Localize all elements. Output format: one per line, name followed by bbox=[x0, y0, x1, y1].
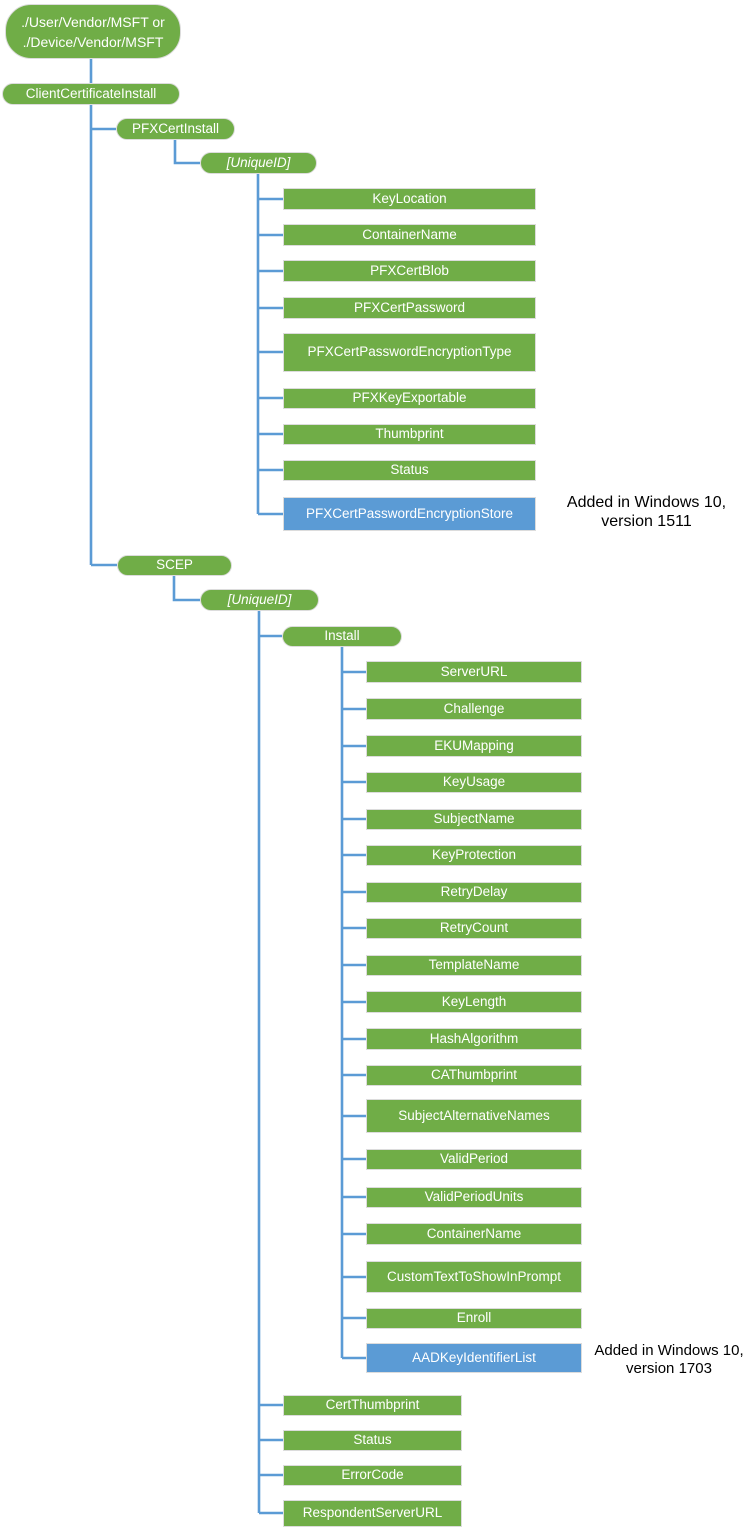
node-hash-algorithm: HashAlgorithm bbox=[366, 1028, 582, 1050]
node-pfx-cert-blob: PFXCertBlob bbox=[283, 260, 536, 282]
node-retry-delay: RetryDelay bbox=[366, 882, 582, 903]
connector-install-branch bbox=[340, 647, 366, 1360]
node-key-usage: KeyUsage bbox=[366, 772, 582, 793]
node-respondent-server-url: RespondentServerURL bbox=[283, 1500, 462, 1527]
node-client-certificate-install: ClientCertificateInstall bbox=[2, 83, 180, 105]
node-scep: SCEP bbox=[117, 555, 232, 576]
annotation-1703-line1: Added in Windows 10, bbox=[594, 1342, 744, 1359]
node-subject-alternative-names: SubjectAlternativeNames bbox=[366, 1099, 582, 1133]
node-pfx-cert-install: PFXCertInstall bbox=[116, 118, 235, 140]
node-pfx-cert-password-encryption-type: PFXCertPasswordEncryptionType bbox=[283, 333, 536, 372]
connector-pfx-uniqueid-branch bbox=[256, 174, 283, 516]
root-path-line2: ./Device/Vendor/MSFT bbox=[22, 33, 164, 50]
node-cert-thumbprint: CertThumbprint bbox=[283, 1395, 462, 1416]
node-key-protection: KeyProtection bbox=[366, 845, 582, 866]
node-error-code: ErrorCode bbox=[283, 1465, 462, 1486]
node-key-location: KeyLocation bbox=[283, 188, 536, 210]
node-eku-mapping: EKUMapping bbox=[366, 735, 582, 757]
node-custom-text-to-show-in-prompt: CustomTextToShowInPrompt bbox=[366, 1261, 582, 1293]
node-install: Install bbox=[282, 626, 402, 647]
node-root-path: ./User/Vendor/MSFT or ./Device/Vendor/MS… bbox=[5, 4, 181, 59]
node-pfx-status: Status bbox=[283, 460, 536, 481]
node-pfx-cert-password: PFXCertPassword bbox=[283, 297, 536, 319]
node-enroll: Enroll bbox=[366, 1308, 582, 1329]
node-scep-container-name: ContainerName bbox=[366, 1223, 582, 1245]
node-subject-name: SubjectName bbox=[366, 809, 582, 830]
connector-upper-elbows bbox=[89, 59, 200, 602]
annotation-added-1511: Added in Windows 10, version 1511 bbox=[542, 493, 751, 531]
node-template-name: TemplateName bbox=[366, 955, 582, 976]
annotation-1703-line2: version 1703 bbox=[626, 1360, 712, 1377]
node-server-url: ServerURL bbox=[366, 661, 582, 683]
node-key-length: KeyLength bbox=[366, 991, 582, 1013]
node-aad-key-identifier-list: AADKeyIdentifierList bbox=[366, 1343, 582, 1373]
root-path-line1: ./User/Vendor/MSFT or bbox=[21, 13, 165, 30]
node-scep-status: Status bbox=[283, 1430, 462, 1451]
connector-scep-uniqueid-branch bbox=[257, 611, 283, 1515]
annotation-added-1703: Added in Windows 10, version 1703 bbox=[587, 1342, 751, 1378]
node-thumbprint: Thumbprint bbox=[283, 424, 536, 445]
node-challenge: Challenge bbox=[366, 698, 582, 720]
node-valid-period-units: ValidPeriodUnits bbox=[366, 1187, 582, 1208]
node-valid-period: ValidPeriod bbox=[366, 1149, 582, 1170]
node-pfx-unique-id: [UniqueID] bbox=[200, 152, 317, 174]
node-retry-count: RetryCount bbox=[366, 918, 582, 939]
annotation-1511-line2: version 1511 bbox=[601, 513, 692, 530]
node-scep-unique-id: [UniqueID] bbox=[200, 589, 319, 611]
node-pfx-cert-password-encryption-store: PFXCertPasswordEncryptionStore bbox=[283, 497, 536, 531]
node-container-name: ContainerName bbox=[283, 224, 536, 246]
node-ca-thumbprint: CAThumbprint bbox=[366, 1065, 582, 1086]
annotation-1511-line1: Added in Windows 10, bbox=[566, 494, 727, 511]
node-pfx-key-exportable: PFXKeyExportable bbox=[283, 388, 536, 409]
